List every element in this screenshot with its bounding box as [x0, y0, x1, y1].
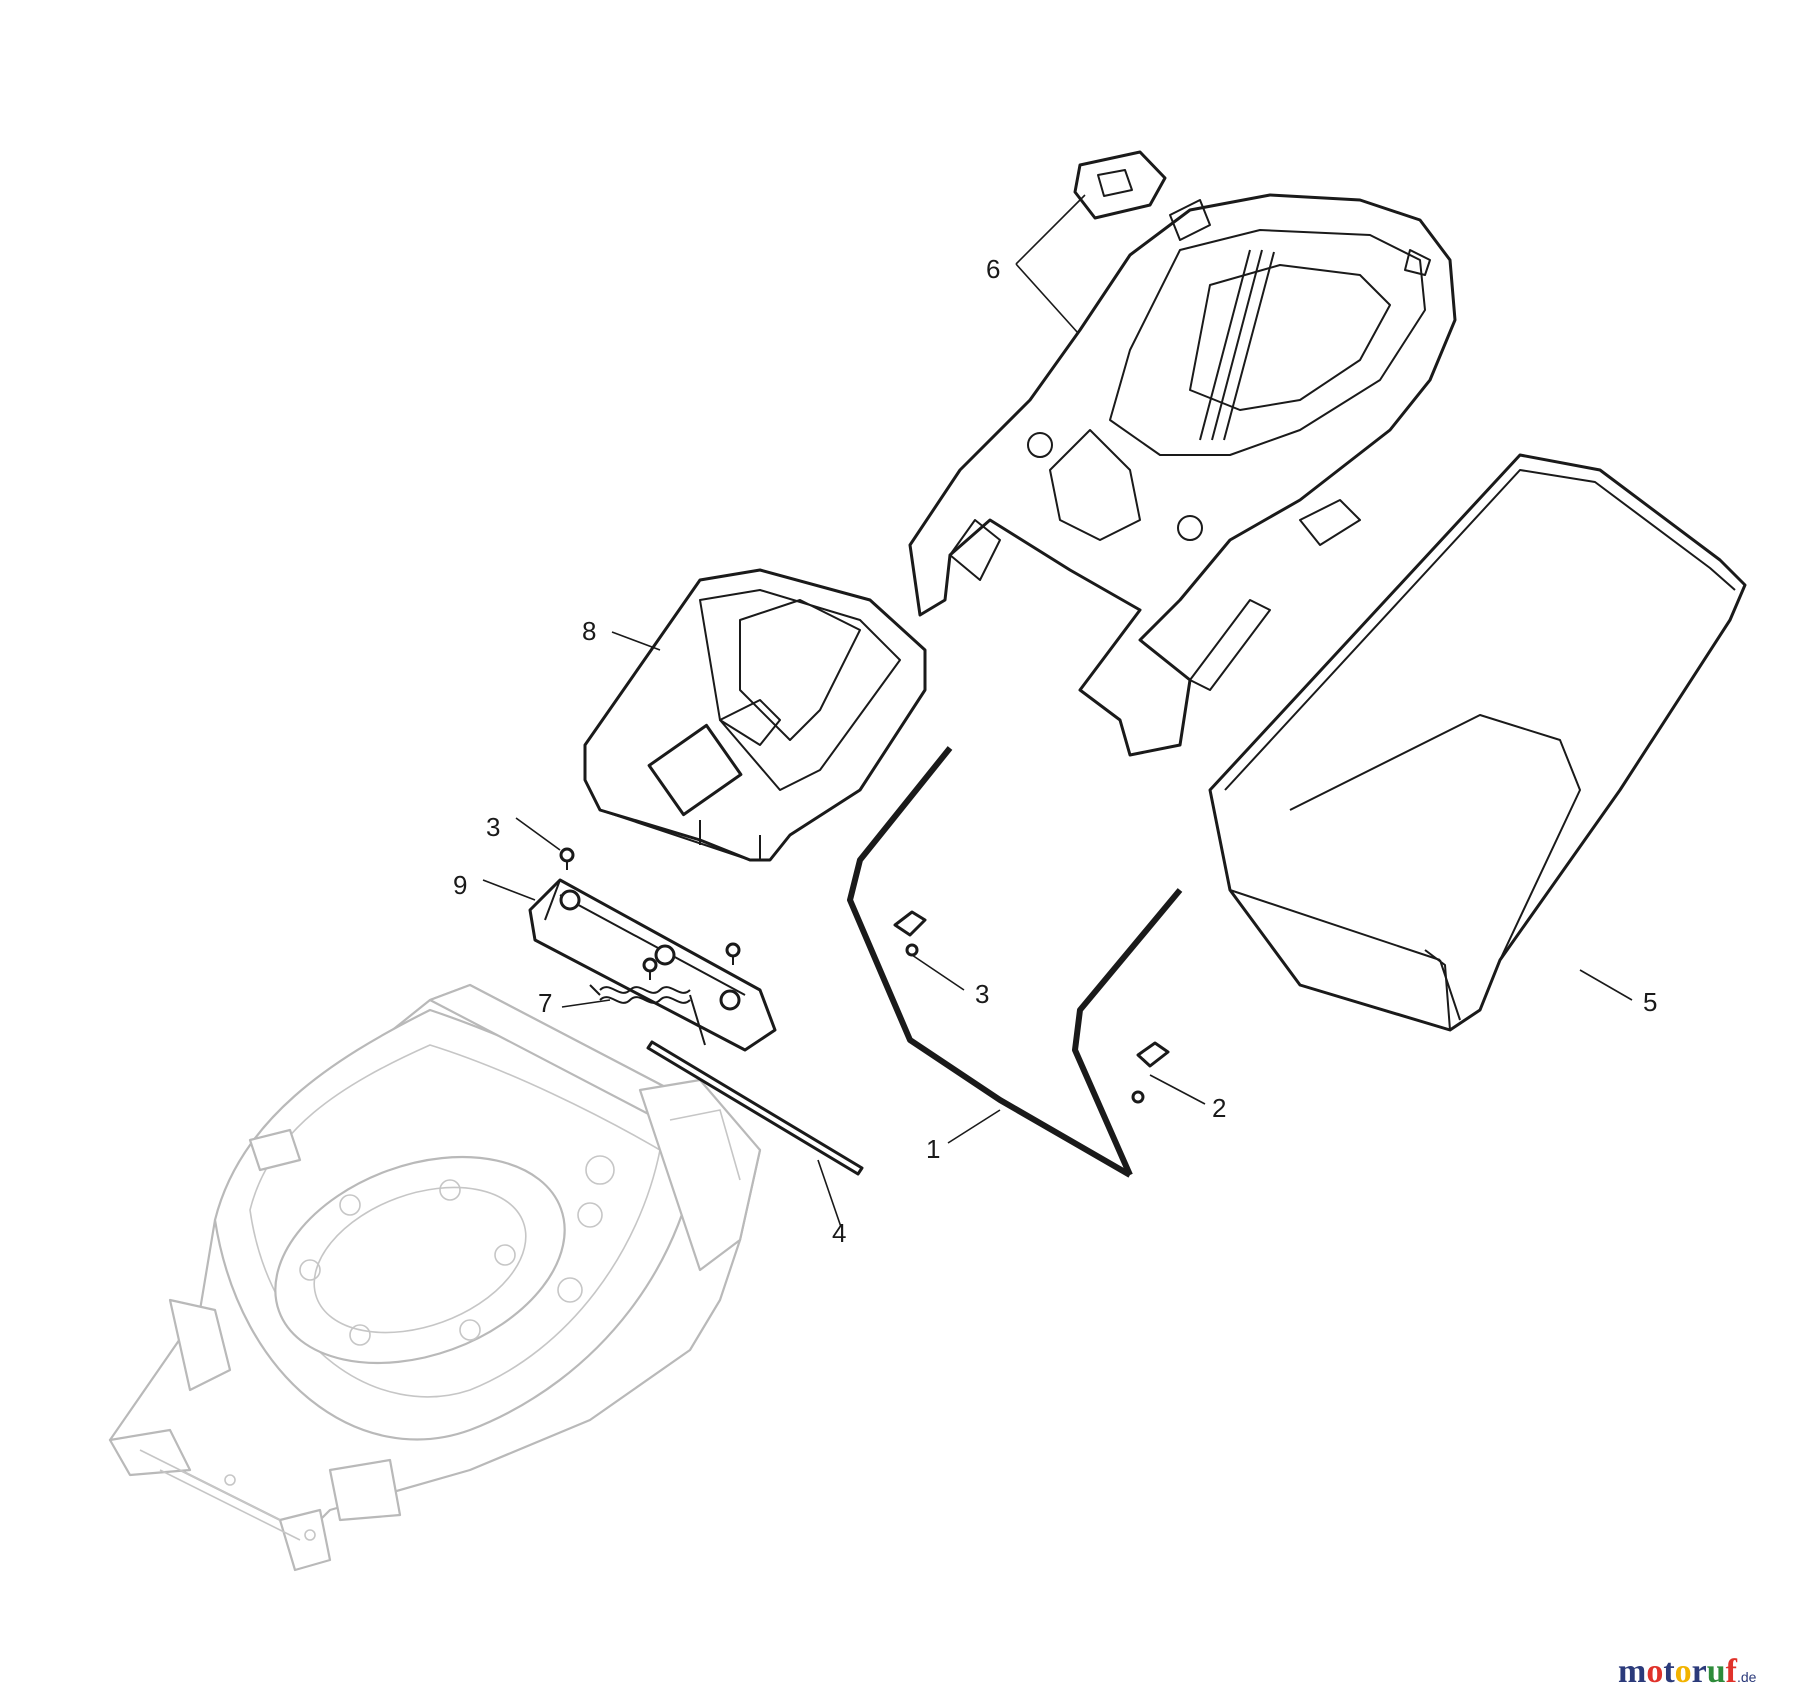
callout-part-9: 9: [453, 870, 467, 900]
leader-lines: [482, 194, 1633, 1228]
callout-part-4: 4: [832, 1218, 846, 1248]
callout-part-5: 5: [1643, 987, 1657, 1017]
callout-part-8: 8: [582, 616, 596, 646]
part-6-handle-clip: [1073, 150, 1167, 220]
callout-part-2: 2: [1212, 1093, 1226, 1123]
part-4-rod: [646, 1040, 864, 1176]
watermark-logo: motoruf.de: [1618, 1653, 1757, 1690]
mower-deck: [108, 983, 762, 1572]
part-5-grass-catcher: [1208, 453, 1747, 1032]
callout-part-6: 6: [986, 254, 1000, 284]
screws: [559, 847, 1145, 1104]
callout-part-3-lower: 3: [975, 979, 989, 1009]
svg-text:motoruf.de: motoruf.de: [1618, 1653, 1757, 1690]
part-8-rear-cover: [583, 568, 927, 862]
callout-part-7: 7: [538, 988, 552, 1018]
part-7-spring: [589, 984, 706, 1046]
callout-part-3-upper: 3: [486, 812, 500, 842]
part-1-handle-frame: [847, 746, 1183, 1178]
upper-cover: [908, 193, 1457, 757]
wire-clips: [893, 910, 1170, 1068]
callout-part-1: 1: [926, 1134, 940, 1164]
